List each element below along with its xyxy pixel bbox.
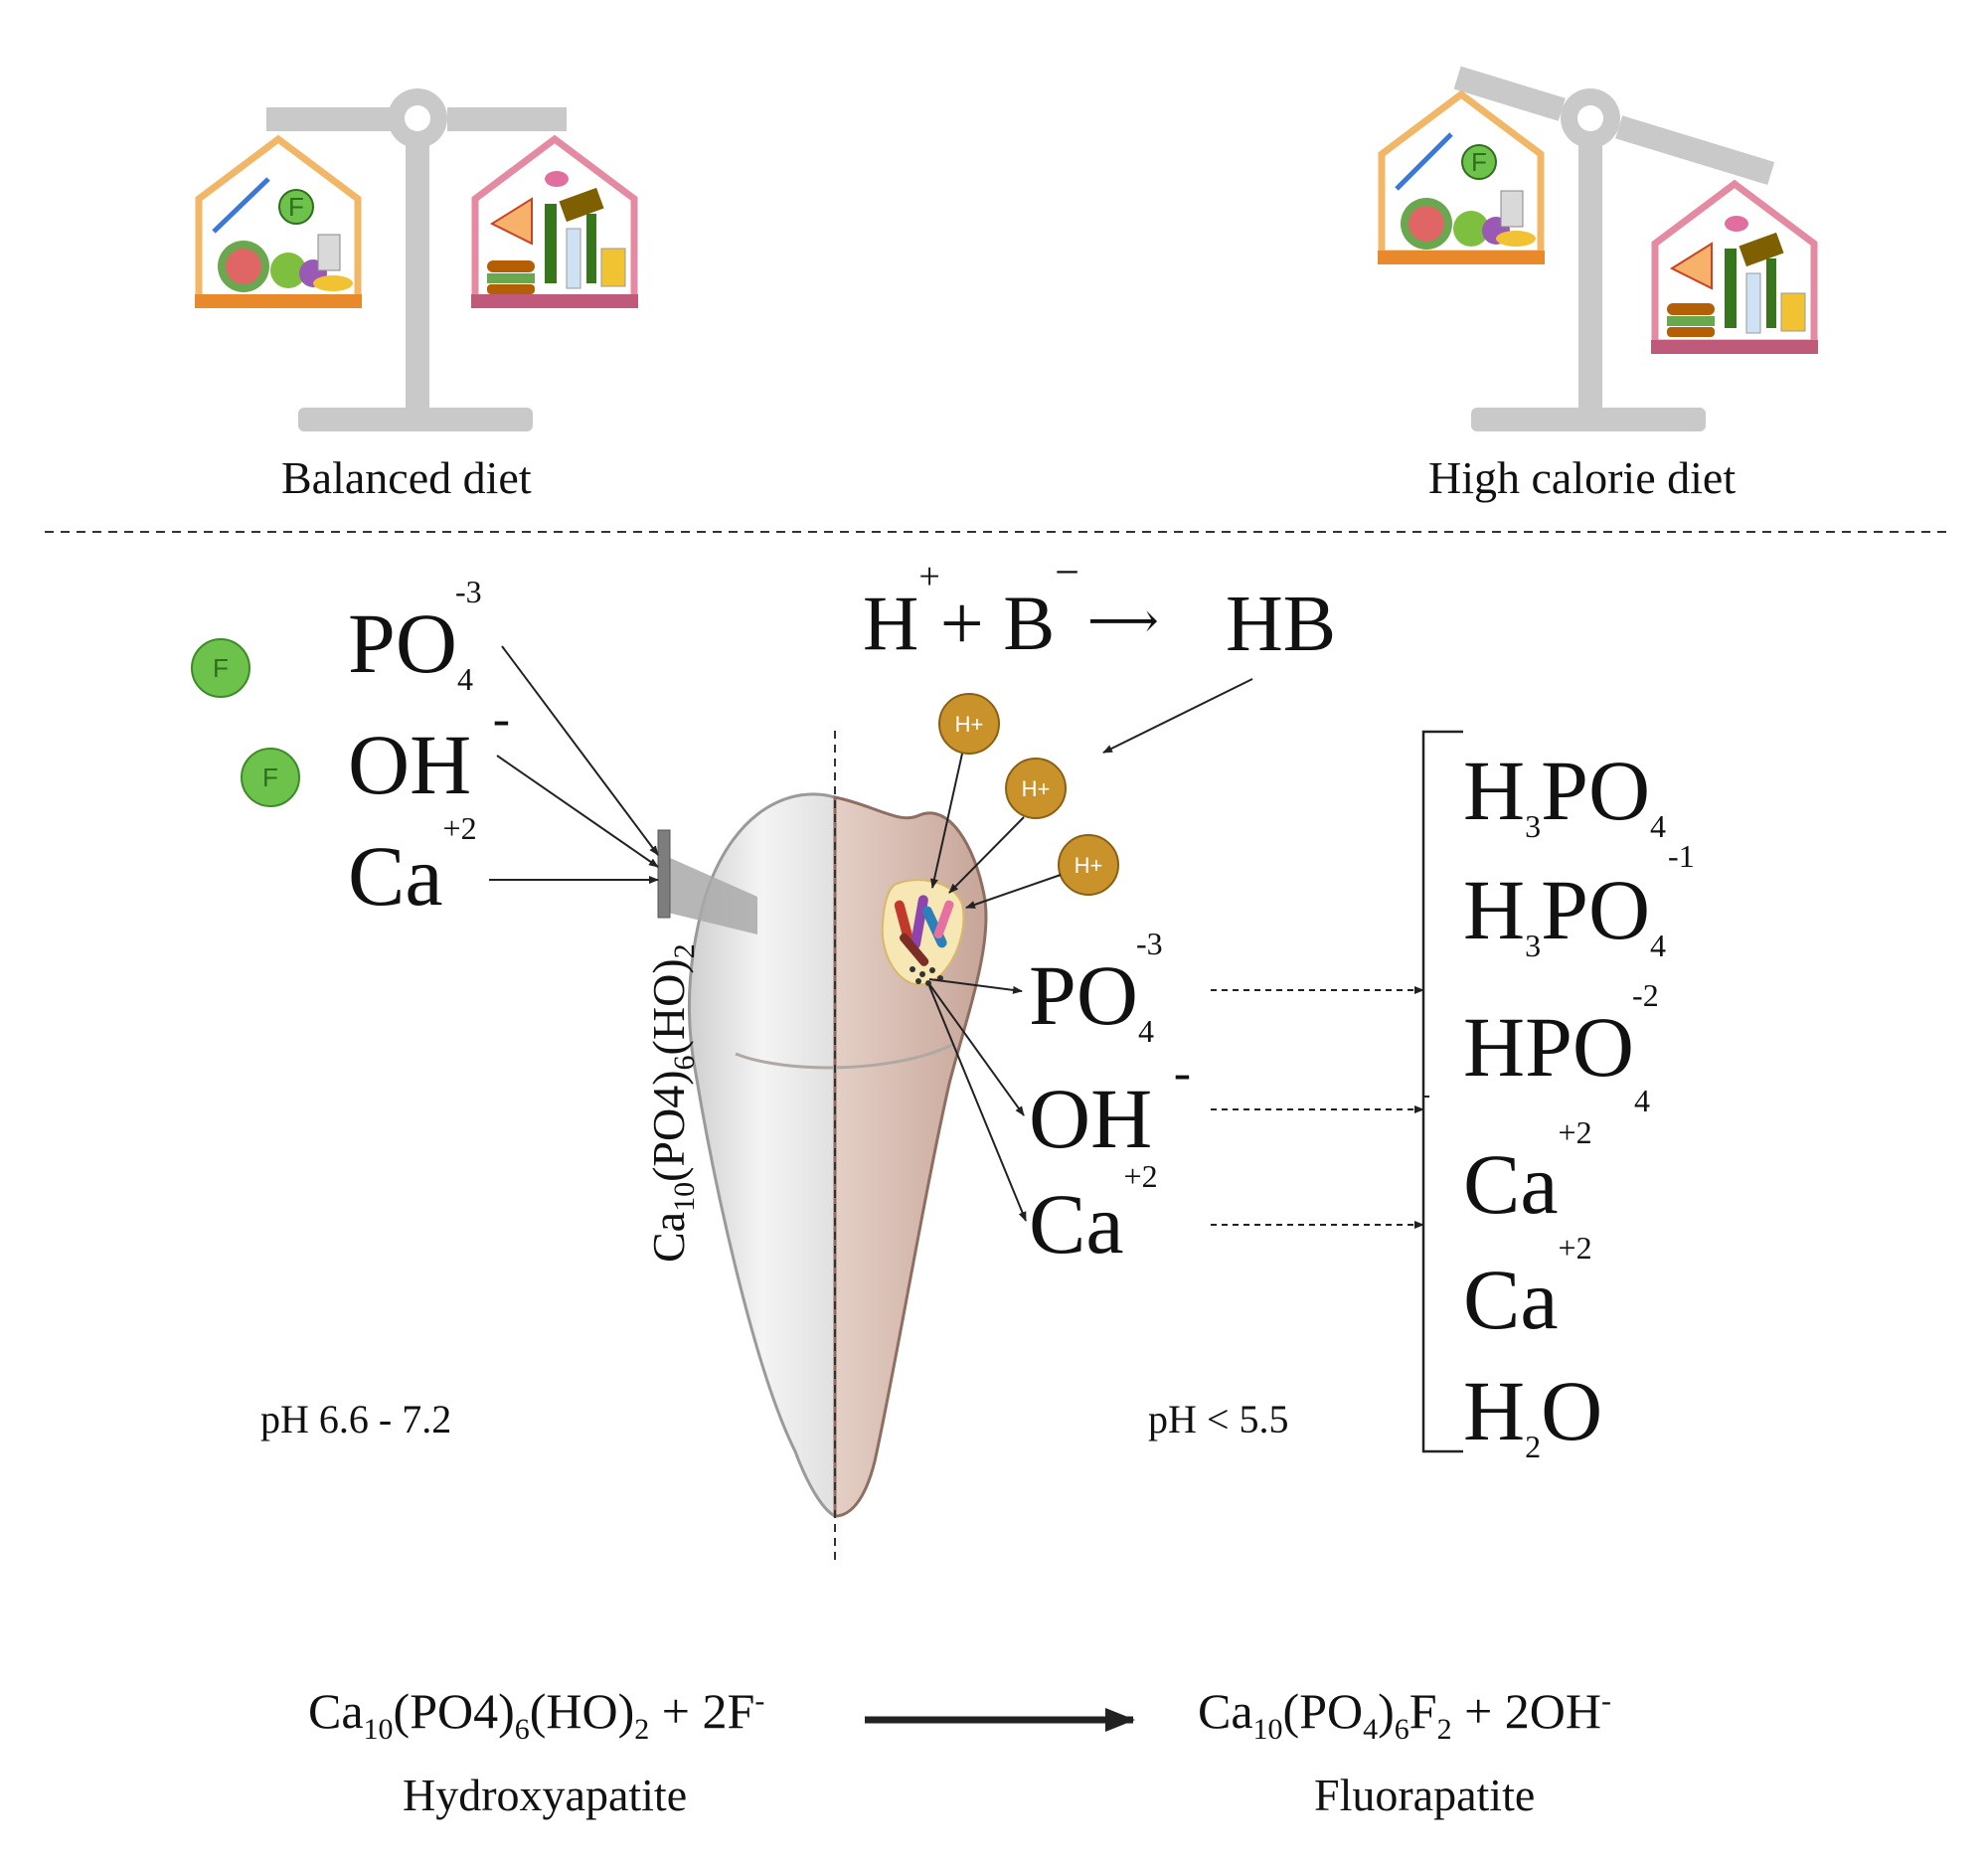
high-calorie-diet-scale xyxy=(1453,66,1775,431)
balanced-diet-label: Balanced diet xyxy=(281,452,532,503)
product-hpo4: HPO4-2 xyxy=(1463,977,1659,1119)
arrow-h3 xyxy=(965,874,1062,909)
left-po4-ion: PO4-3 xyxy=(348,574,482,698)
unhealthy-food-house-left xyxy=(471,134,638,308)
fluoride-ion-2: F xyxy=(241,748,300,807)
tooth xyxy=(687,792,988,1519)
enamel-crystal-detail xyxy=(657,829,757,934)
product-ca-2: Ca+2 xyxy=(1463,1230,1592,1347)
healthy-food-house-left: F xyxy=(195,134,362,308)
acid-product-hb: HB xyxy=(1226,581,1337,668)
balanced-diet-scale xyxy=(266,88,567,431)
arrow-hb-to-tooth xyxy=(1102,678,1253,754)
products-bracket xyxy=(1421,730,1463,1453)
arrow-ca-out xyxy=(928,985,1027,1222)
fluoride-badge-left-house: F xyxy=(288,192,304,222)
svg-text:H+: H+ xyxy=(955,712,984,737)
ph-healthy-label: pH 6.6 - 7.2 xyxy=(260,1397,452,1441)
h-ion-2: H+ xyxy=(1005,758,1067,819)
right-ca-ion: Ca+2 xyxy=(1029,1158,1158,1271)
unhealthy-food-house-right xyxy=(1651,179,1818,354)
arrow-h1 xyxy=(930,753,963,889)
left-ca-ion: Ca+2 xyxy=(348,810,477,924)
svg-text:F: F xyxy=(262,763,278,792)
fluorapatite-name: Fluorapatite xyxy=(1314,1770,1536,1820)
h-ion-1: H+ xyxy=(938,693,1000,755)
fluoride-badge-right-house: F xyxy=(1471,147,1487,177)
svg-text:H+: H+ xyxy=(1022,776,1051,801)
arrow-oh-out xyxy=(928,983,1025,1116)
product-h3po4-minus1: H3PO4-1 xyxy=(1463,838,1695,964)
fluorapatite-equation: Ca10(PO4)6F2 + 2OH- xyxy=(1198,1683,1612,1746)
high-calorie-diet-label: High calorie diet xyxy=(1428,452,1737,503)
arrow-h2 xyxy=(948,816,1025,894)
ph-acidic-label: pH < 5.5 xyxy=(1148,1397,1289,1441)
right-oh-ion: OH - xyxy=(1029,1045,1192,1166)
right-po4-ion: PO4-3 xyxy=(1029,926,1163,1050)
product-h2o: H2O xyxy=(1463,1363,1603,1465)
hydroxyapatite-formula-vertical: Ca10(PO4)6(HO)2 xyxy=(643,943,702,1263)
healthy-food-house-right: F xyxy=(1378,89,1545,264)
h-ion-3: H+ xyxy=(1058,834,1119,896)
hydroxyapatite-equation: Ca10(PO4)6(HO)2 + 2F- xyxy=(308,1683,765,1746)
arrow-oh-in xyxy=(496,755,659,868)
left-oh-ion: OH - xyxy=(348,691,511,812)
svg-text:H+: H+ xyxy=(1075,853,1103,878)
hydroxyapatite-name: Hydroxyapatite xyxy=(403,1770,688,1820)
acid-reaction: H++ B−⟶ xyxy=(863,548,1159,666)
fluoride-ion-1: F xyxy=(191,638,250,698)
arrow-po4-in xyxy=(501,645,659,856)
svg-text:F: F xyxy=(213,653,229,683)
arrow-po4-out xyxy=(928,978,1023,994)
product-ca-1: Ca+2 xyxy=(1463,1114,1592,1232)
product-h3po4: H3PO4 xyxy=(1463,743,1667,845)
